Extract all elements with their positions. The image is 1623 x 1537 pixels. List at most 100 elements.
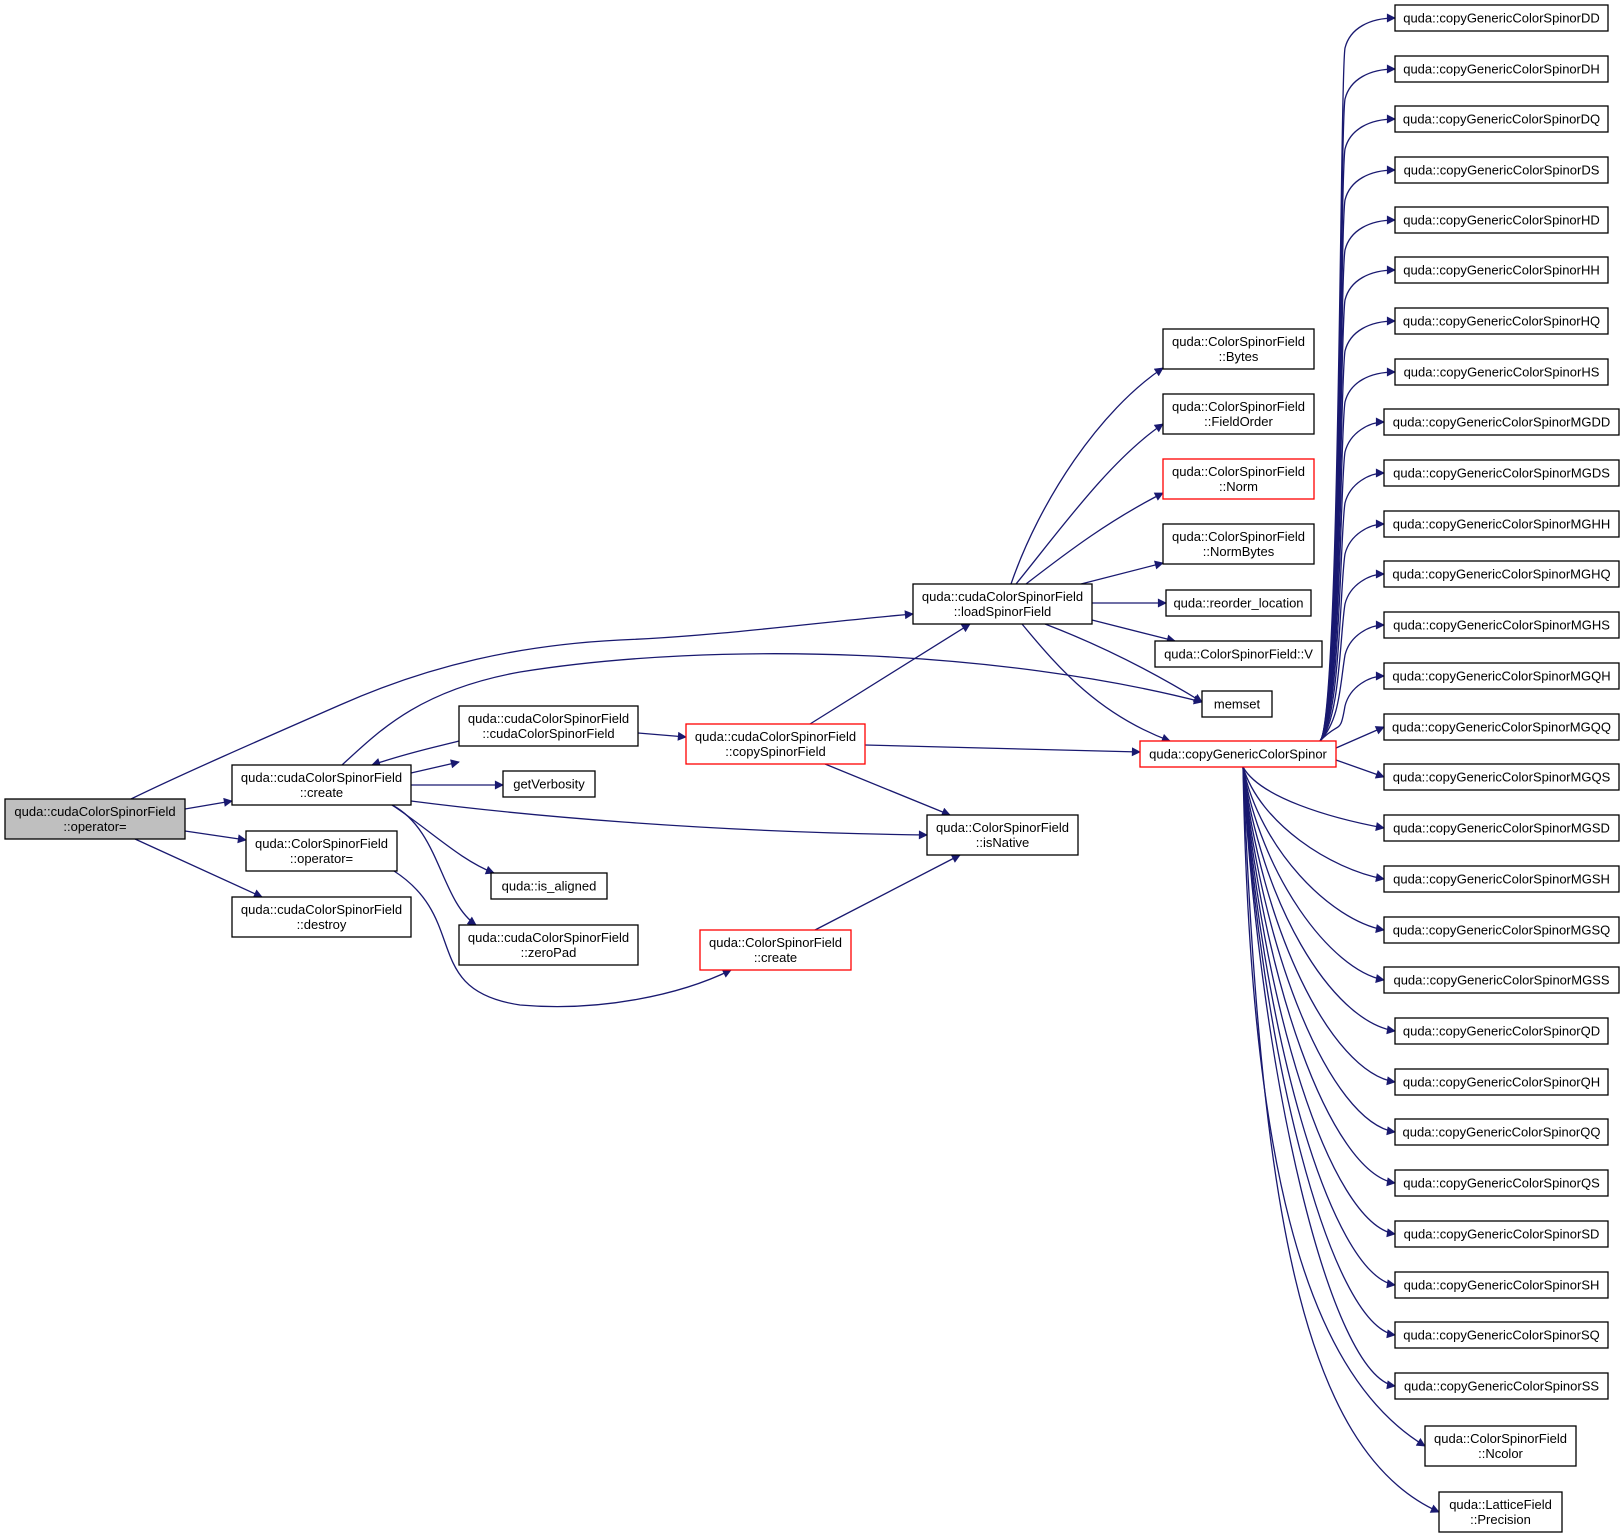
node-qq[interactable]: quda::copyGenericColorSpinorQQ — [1394, 1118, 1609, 1146]
node-box — [1383, 713, 1620, 741]
edge-copygeneric-hq — [1319, 316, 1396, 742]
node-label: ::NormBytes — [1203, 544, 1275, 559]
node-label: ::isNative — [976, 835, 1029, 850]
node-label: quda::copyGenericColorSpinorDD — [1403, 11, 1600, 26]
node-mgdd[interactable]: quda::copyGenericColorSpinorMGDD — [1383, 408, 1620, 436]
node-mgsh[interactable]: quda::copyGenericColorSpinorMGSH — [1383, 865, 1620, 893]
node-label: getVerbosity — [513, 777, 585, 792]
node-mgsd[interactable]: quda::copyGenericColorSpinorMGSD — [1383, 814, 1620, 842]
node-dh[interactable]: quda::copyGenericColorSpinorDH — [1394, 55, 1609, 83]
node-label: ::FieldOrder — [1204, 414, 1273, 429]
node-qs[interactable]: quda::copyGenericColorSpinorQS — [1394, 1169, 1609, 1197]
node-qd[interactable]: quda::copyGenericColorSpinorQD — [1394, 1017, 1609, 1045]
node-mghs[interactable]: quda::copyGenericColorSpinorMGHS — [1383, 611, 1620, 639]
node-ss[interactable]: quda::copyGenericColorSpinorSS — [1394, 1372, 1609, 1400]
edge-csfcreate-isnative — [814, 854, 961, 931]
node-dq[interactable]: quda::copyGenericColorSpinorDQ — [1394, 105, 1609, 133]
edge-copygeneric-mghq — [1319, 569, 1385, 742]
node-copygeneric[interactable]: quda::copyGenericColorSpinor — [1139, 740, 1337, 768]
node-isnative[interactable]: quda::ColorSpinorField::isNative — [926, 814, 1079, 856]
node-memset[interactable]: memset — [1201, 690, 1273, 718]
node-fieldorder[interactable]: quda::ColorSpinorField::FieldOrder — [1162, 393, 1315, 435]
node-label: quda::copyGenericColorSpinorHH — [1403, 263, 1600, 278]
node-mgss[interactable]: quda::copyGenericColorSpinorMGSS — [1383, 966, 1620, 994]
node-copyspinor[interactable]: quda::cudaColorSpinorField::copySpinorFi… — [685, 723, 866, 765]
node-normbytes[interactable]: quda::ColorSpinorField::NormBytes — [1162, 523, 1315, 565]
node-box — [1139, 740, 1337, 768]
node-box — [1394, 1017, 1609, 1045]
node-box — [1438, 1491, 1563, 1533]
node-mghh[interactable]: quda::copyGenericColorSpinorMGHH — [1383, 510, 1620, 538]
node-reorder[interactable]: quda::reorder_location — [1165, 589, 1312, 617]
edge-copygeneric-qh — [1242, 766, 1396, 1086]
edge-copygeneric-ss — [1242, 766, 1396, 1390]
node-qh[interactable]: quda::copyGenericColorSpinorQH — [1394, 1068, 1609, 1096]
node-label: ::cudaColorSpinorField — [482, 726, 614, 741]
node-label: quda::copyGenericColorSpinorHD — [1403, 213, 1600, 228]
node-sq[interactable]: quda::copyGenericColorSpinorSQ — [1394, 1321, 1609, 1349]
node-zeropad[interactable]: quda::cudaColorSpinorField::zeroPad — [458, 924, 639, 966]
node-sd[interactable]: quda::copyGenericColorSpinorSD — [1394, 1220, 1609, 1248]
node-bytes[interactable]: quda::ColorSpinorField::Bytes — [1162, 328, 1315, 370]
node-hd[interactable]: quda::copyGenericColorSpinorHD — [1394, 206, 1609, 234]
node-label: quda::ColorSpinorField::V — [1164, 647, 1313, 662]
edge-copygeneric-mgsh — [1242, 766, 1385, 882]
edge-loadspinor-norm — [1025, 492, 1164, 585]
node-cudacsf[interactable]: quda::cudaColorSpinorField::cudaColorSpi… — [458, 705, 639, 747]
node-mghq[interactable]: quda::copyGenericColorSpinorMGHQ — [1383, 560, 1620, 588]
node-isaligned[interactable]: quda::is_aligned — [490, 872, 608, 900]
edge-copyspinor-isnative — [824, 763, 951, 817]
edge-csfop-csfcreate — [393, 870, 732, 1008]
node-box — [1162, 523, 1315, 565]
node-box — [4, 798, 186, 840]
edge-root-destroy — [134, 838, 263, 898]
node-precision[interactable]: quda::LatticeField::Precision — [1438, 1491, 1563, 1533]
node-v[interactable]: quda::ColorSpinorField::V — [1154, 640, 1323, 668]
node-getverb[interactable]: getVerbosity — [502, 770, 596, 798]
edge-copygeneric-mgds — [1319, 468, 1385, 742]
node-mgsq[interactable]: quda::copyGenericColorSpinorMGSQ — [1383, 916, 1620, 944]
node-csfcreate[interactable]: quda::ColorSpinorField::create — [699, 929, 852, 971]
node-box — [1394, 1169, 1609, 1197]
node-hs[interactable]: quda::copyGenericColorSpinorHS — [1394, 358, 1609, 386]
node-box — [1394, 55, 1609, 83]
node-csf_op[interactable]: quda::ColorSpinorField::operator= — [245, 830, 398, 872]
edge-copygeneric-qs — [1242, 766, 1396, 1187]
node-create[interactable]: quda::cudaColorSpinorField::create — [231, 764, 412, 806]
node-mgqh[interactable]: quda::copyGenericColorSpinorMGQH — [1383, 662, 1620, 690]
node-box — [1394, 1271, 1609, 1299]
node-label: quda::cudaColorSpinorField — [241, 902, 402, 917]
node-label: quda::ColorSpinorField — [709, 935, 842, 950]
node-box — [1394, 1118, 1609, 1146]
node-dd[interactable]: quda::copyGenericColorSpinorDD — [1394, 4, 1609, 32]
node-root[interactable]: quda::cudaColorSpinorField::operator= — [4, 798, 186, 840]
node-label: quda::copyGenericColorSpinorHS — [1404, 365, 1600, 380]
node-label: quda::copyGenericColorSpinorQH — [1403, 1075, 1600, 1090]
node-label: ::Precision — [1470, 1512, 1531, 1527]
edge-copygeneric-mgsq — [1242, 766, 1385, 933]
node-loadspinor[interactable]: quda::cudaColorSpinorField::loadSpinorFi… — [912, 583, 1093, 625]
node-mgds[interactable]: quda::copyGenericColorSpinorMGDS — [1383, 459, 1620, 487]
node-label: quda::copyGenericColorSpinorDH — [1403, 62, 1600, 77]
node-mgqq[interactable]: quda::copyGenericColorSpinorMGQQ — [1383, 713, 1620, 741]
node-destroy[interactable]: quda::cudaColorSpinorField::destroy — [231, 896, 412, 938]
node-hh[interactable]: quda::copyGenericColorSpinorHH — [1394, 256, 1609, 284]
node-ncolor[interactable]: quda::ColorSpinorField::Ncolor — [1424, 1425, 1577, 1467]
node-label: quda::cudaColorSpinorField — [468, 711, 629, 726]
edge-create-isnative — [410, 800, 928, 840]
edge-copygeneric-ds — [1319, 165, 1396, 742]
node-ds[interactable]: quda::copyGenericColorSpinorDS — [1394, 156, 1609, 184]
node-sh[interactable]: quda::copyGenericColorSpinorSH — [1394, 1271, 1609, 1299]
node-norm[interactable]: quda::ColorSpinorField::Norm — [1162, 458, 1315, 500]
node-label: quda::copyGenericColorSpinorSD — [1404, 1227, 1600, 1242]
node-box — [1394, 1220, 1609, 1248]
edge-copyspinor-copygeneric — [864, 744, 1141, 757]
node-label: quda::copyGenericColorSpinorMGSH — [1393, 872, 1610, 887]
node-box — [1394, 105, 1609, 133]
node-hq[interactable]: quda::copyGenericColorSpinorHQ — [1394, 307, 1609, 335]
edge-copygeneric-ncolor — [1242, 766, 1426, 1447]
node-label: quda::ColorSpinorField — [1172, 464, 1305, 479]
node-box — [1383, 560, 1620, 588]
node-mgqs[interactable]: quda::copyGenericColorSpinorMGQS — [1383, 763, 1620, 791]
edge-copyspinor-loadspinor — [809, 623, 971, 725]
